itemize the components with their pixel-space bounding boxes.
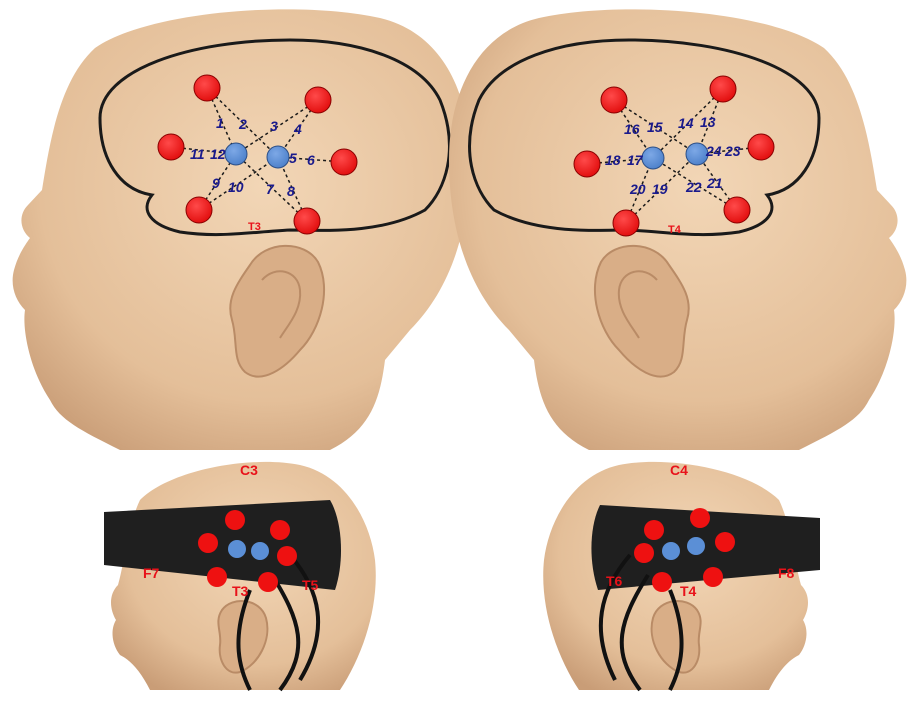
- right-emitter: [601, 87, 627, 113]
- left-electrode-label: T3: [248, 221, 261, 233]
- channel-label: 11: [190, 146, 205, 162]
- left-detector: [267, 146, 289, 168]
- photo-emitter: [690, 508, 710, 528]
- channel-label: 2: [238, 116, 247, 132]
- photo-emitter: [703, 567, 723, 587]
- left-detector: [225, 143, 247, 165]
- photo-emitter: [634, 543, 654, 563]
- photo-emitter: [652, 572, 672, 592]
- left-emitter: [305, 87, 331, 113]
- channel-label: 17: [627, 152, 644, 168]
- label-c4: C4: [670, 462, 688, 478]
- right-emitter: [710, 76, 736, 102]
- label-f7: F7: [143, 565, 160, 581]
- label-f8: F8: [778, 565, 795, 581]
- left-emitter: [186, 197, 212, 223]
- channel-label: 4: [293, 121, 302, 137]
- photo-emitter: [644, 520, 664, 540]
- channel-label: 14: [678, 115, 694, 131]
- right-detector: [642, 147, 664, 169]
- channel-label: 5: [289, 150, 297, 166]
- photo-emitter: [198, 533, 218, 553]
- photo-emitter: [207, 567, 227, 587]
- left-headband-photo: C3 F7 T3 T5: [104, 462, 376, 690]
- left-emitter-t3: [294, 208, 320, 234]
- photo-emitter: [277, 546, 297, 566]
- right-emitter-t4: [613, 210, 639, 236]
- channel-label: 19: [652, 181, 668, 197]
- channel-label: 16: [624, 121, 640, 137]
- right-emitter: [574, 151, 600, 177]
- channel-label: 22: [685, 179, 702, 195]
- left-emitter: [194, 75, 220, 101]
- channel-label: 20: [629, 181, 646, 197]
- label-t6: T6: [606, 573, 623, 589]
- photo-detector: [251, 542, 269, 560]
- channel-label: 23: [724, 143, 741, 159]
- channel-label: 18: [605, 152, 621, 168]
- channel-label: 1: [216, 115, 224, 131]
- channel-label: 13: [700, 114, 716, 130]
- left-head-silhouette: [13, 9, 470, 450]
- left-head-illustration: 1 2 3 4 5 6 7 8 9 10 11 12 T3: [13, 9, 470, 450]
- channel-label: 21: [706, 175, 723, 191]
- right-detector: [686, 143, 708, 165]
- label-t5: T5: [302, 577, 319, 593]
- photo-emitter: [270, 520, 290, 540]
- photo-emitter: [715, 532, 735, 552]
- photo-emitter: [258, 572, 278, 592]
- right-electrode-label: T4: [668, 224, 682, 236]
- photo-detector: [228, 540, 246, 558]
- photo-detector: [687, 537, 705, 555]
- left-emitter: [158, 134, 184, 160]
- channel-label: 15: [647, 119, 663, 135]
- channel-label: 8: [287, 183, 295, 199]
- right-head-illustration: 13 14 15 16 17 18 19 20 21 22 23 24 T4: [449, 9, 906, 450]
- right-emitter: [724, 197, 750, 223]
- channel-label: 3: [270, 118, 278, 134]
- right-headband-photo: C4 F8 T4 T6: [543, 462, 820, 690]
- channel-label: 10: [228, 179, 244, 195]
- label-t3: T3: [232, 583, 249, 599]
- channel-label: 6: [307, 152, 315, 168]
- label-c3: C3: [240, 462, 258, 478]
- photo-emitter: [225, 510, 245, 530]
- channel-label: 24: [705, 143, 722, 159]
- channel-label: 12: [210, 146, 226, 162]
- photo-detector: [662, 542, 680, 560]
- label-t4: T4: [680, 583, 697, 599]
- right-emitter: [748, 134, 774, 160]
- channel-label: 7: [266, 181, 275, 197]
- left-emitter: [331, 149, 357, 175]
- channel-label: 9: [212, 175, 220, 191]
